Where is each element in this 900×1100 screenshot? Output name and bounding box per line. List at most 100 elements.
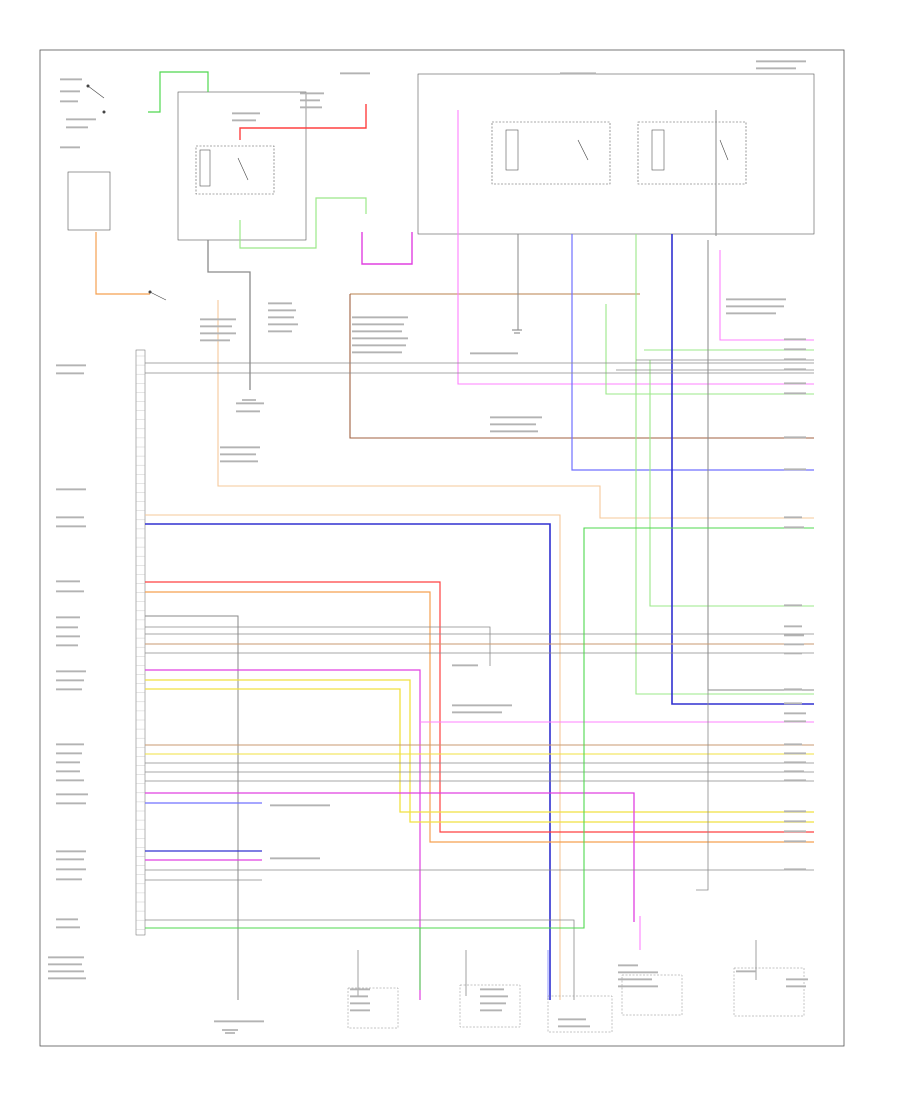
ignition-switch — [86, 84, 729, 301]
wire-gray — [145, 919, 575, 1000]
label-text-block — [56, 670, 86, 673]
label-text-block — [48, 977, 86, 980]
label-text-block — [268, 316, 294, 319]
label-text-block — [726, 298, 786, 301]
label-text-block — [784, 652, 802, 655]
label-text-block — [56, 525, 86, 528]
label-text-block — [784, 779, 806, 782]
wire-blue — [671, 234, 814, 705]
label-text-block — [490, 430, 538, 433]
label-text-block — [784, 436, 806, 439]
label-text-block — [66, 126, 88, 129]
wire-pink — [719, 250, 814, 341]
label-text-block — [784, 712, 806, 715]
wire-magenta — [145, 669, 421, 1000]
wire-gray — [207, 240, 251, 390]
component-labels — [48, 60, 808, 1028]
wire-lgreen — [239, 197, 367, 249]
label-text-block — [452, 664, 478, 667]
label-text-block — [784, 810, 806, 813]
bottom-components — [347, 967, 805, 1033]
label-text-block — [350, 1002, 370, 1005]
wire-orange — [95, 232, 150, 295]
label-text-block — [340, 72, 370, 75]
label-text-block — [350, 995, 368, 998]
label-text-block — [48, 970, 84, 973]
wire-brown — [349, 294, 814, 439]
label-text-block — [452, 711, 502, 714]
wire-green — [145, 927, 421, 990]
label-text-block — [784, 382, 806, 385]
label-text-block — [56, 488, 86, 491]
label-text-block — [56, 580, 80, 583]
label-text-block — [56, 626, 78, 629]
label-text-block — [56, 868, 86, 871]
label-text-block — [352, 351, 402, 354]
label-text-block — [60, 100, 78, 103]
label-text-block — [490, 416, 542, 419]
wire-red — [145, 581, 814, 833]
label-text-block — [56, 793, 88, 796]
wires — [95, 71, 814, 1000]
label-text-block — [56, 761, 80, 764]
label-text-block — [268, 330, 292, 333]
label-text-block — [726, 305, 784, 308]
label-text-block — [270, 857, 320, 860]
label-text-block — [220, 460, 258, 463]
label-text-block — [784, 468, 806, 471]
label-text-block — [784, 392, 806, 395]
label-text-block — [784, 761, 806, 764]
label-text-block — [56, 802, 86, 805]
label-text-block — [200, 339, 230, 342]
wire-gray — [145, 626, 491, 666]
label-text-block — [270, 804, 330, 807]
wire-lgreen — [605, 304, 814, 395]
label-text-block — [726, 312, 776, 315]
label-text-block — [56, 858, 84, 861]
label-text-block — [784, 625, 802, 628]
label-text-block — [352, 344, 406, 347]
label-text-block — [784, 368, 806, 371]
label-text-block — [214, 1020, 264, 1023]
diagram-frame — [39, 49, 845, 1047]
relay-box-left — [67, 91, 307, 241]
wire-lgreen — [635, 234, 814, 695]
label-text-block — [200, 332, 236, 335]
wire-violet — [571, 234, 814, 471]
label-text-block — [784, 516, 802, 519]
label-text-block — [784, 830, 806, 833]
label-text-block — [786, 985, 806, 988]
label-text-block — [784, 526, 804, 529]
wire-magenta — [145, 792, 635, 922]
label-text-block — [352, 337, 408, 340]
label-text-block — [618, 971, 658, 974]
label-text-block — [56, 850, 86, 853]
label-text-block — [784, 338, 806, 341]
label-text-block — [300, 99, 320, 102]
label-text-block — [352, 323, 404, 326]
label-text-block — [56, 679, 84, 682]
label-text-block — [60, 146, 80, 149]
label-text-block — [232, 119, 256, 122]
relay-box-right — [417, 73, 815, 235]
label-text-block — [756, 67, 796, 70]
label-text-block — [236, 410, 260, 413]
label-text-block — [268, 309, 296, 312]
label-text-block — [56, 918, 78, 921]
label-text-block — [56, 878, 82, 881]
wire-gray — [145, 615, 239, 1000]
label-text-block — [232, 112, 260, 115]
label-text-block — [352, 316, 408, 319]
label-text-block — [784, 643, 804, 646]
label-text-block — [470, 352, 518, 355]
label-text-block — [784, 688, 802, 691]
label-text-block — [66, 118, 96, 121]
label-text-block — [784, 868, 806, 871]
label-text-block — [220, 446, 260, 449]
label-text-block — [784, 743, 802, 746]
label-text-block — [452, 704, 512, 707]
label-text-block — [558, 1025, 590, 1028]
label-text-block — [480, 1009, 502, 1012]
label-text-block — [56, 688, 82, 691]
